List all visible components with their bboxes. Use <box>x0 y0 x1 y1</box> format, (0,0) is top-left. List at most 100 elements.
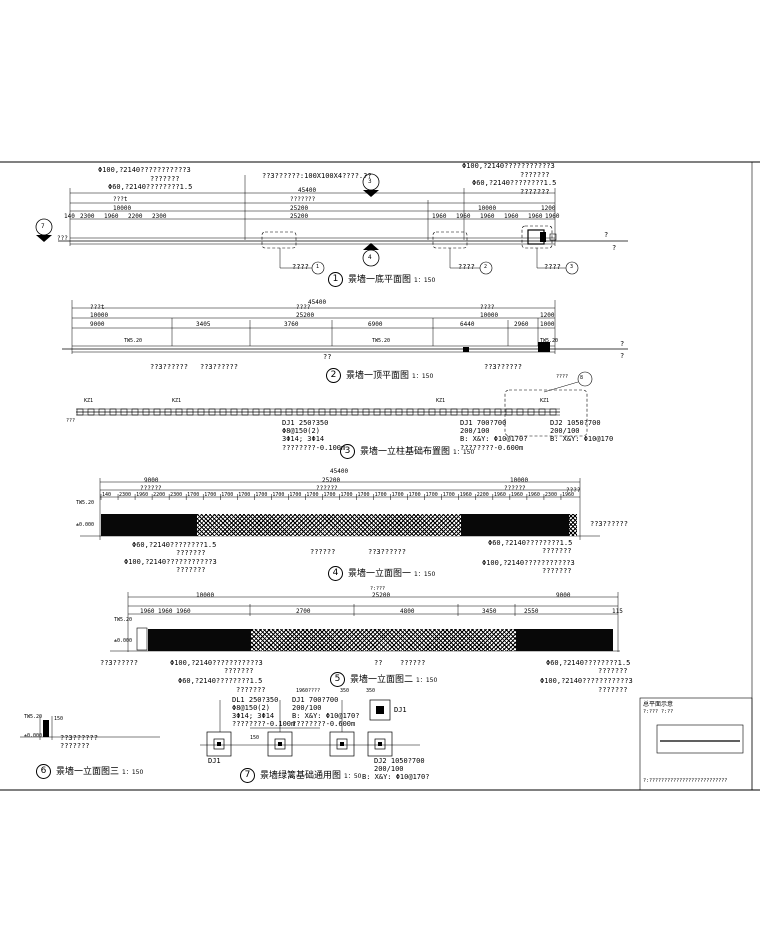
v5-left-2: Φ100,?2140???????????3 <box>170 659 263 667</box>
v7-b1: DJ1 700?700 <box>292 696 339 704</box>
v1-title-scale: 1：150 <box>414 277 436 284</box>
v7-dim1: 1960???? <box>296 688 321 694</box>
v1-dim-2300: 2300 <box>80 213 95 220</box>
v7-dj1-label-2: DJ1 <box>208 757 221 765</box>
v1-q2: ? <box>612 244 617 252</box>
v3-dj3-c: B: X&Y: Φ10@170 <box>550 435 614 443</box>
view4-span-ticks <box>100 494 562 500</box>
v6-level-top: TW5.20 <box>24 714 43 720</box>
v7-c2: 200/100 <box>374 765 404 773</box>
footing-marker <box>538 408 546 416</box>
v4-span-label: 1700 <box>289 492 302 498</box>
footing-marker <box>494 408 502 416</box>
key-plan-caption: ?:?????????????????????????? <box>643 778 728 784</box>
v4-span-label: 1700 <box>340 492 353 498</box>
view3-footings <box>76 408 557 416</box>
v1-marks-right: ??????? <box>520 171 550 179</box>
v1-title-number: 1 <box>328 272 343 287</box>
v4-right-note: ??3?????? <box>590 520 628 528</box>
v2-d-1200: 1200 <box>540 312 555 319</box>
elevation2-center-hatch-band <box>251 629 516 651</box>
v2-level-a: TW5.20 <box>124 338 143 344</box>
v4-right-mark: ???? <box>566 487 581 494</box>
v4-span-label: 1700 <box>408 492 421 498</box>
v4-right-3: ??????? <box>542 547 572 555</box>
footing-marker <box>208 408 216 416</box>
v5-right-3: ??????? <box>598 667 628 675</box>
footing-marker <box>307 408 315 416</box>
v1-mark: ???t <box>113 196 128 203</box>
footing-marker <box>175 408 183 416</box>
v1-dim-mid-2: 25200 <box>290 213 309 220</box>
v4-span-label: 2200 <box>476 492 489 498</box>
v1-left-note: ??? <box>57 235 68 242</box>
footing-marker <box>450 408 458 416</box>
key-plan-subtitle: ?:??? ?:?? <box>643 709 674 715</box>
v1-top-note: ??3??????:100X100X4????.?? <box>262 172 372 180</box>
v5-mid-1: ?? <box>374 659 383 667</box>
v3-left: ??? <box>66 418 76 424</box>
footing-marker <box>505 408 513 416</box>
v4-span-label: 1960 <box>459 492 472 498</box>
footing-marker <box>527 408 535 416</box>
v4-span-label: 1700 <box>221 492 234 498</box>
v4-span-label: 1700 <box>374 492 387 498</box>
v1-marks-right-2: ??????? <box>520 188 550 196</box>
footing-marker <box>98 408 106 416</box>
v3-dj1-a: DJ1 250?350 <box>282 419 329 427</box>
footing-marker <box>109 408 117 416</box>
v4-span-label: 140 <box>102 492 112 498</box>
v5-d-3450: 3450 <box>482 608 497 615</box>
footing-marker <box>241 408 249 416</box>
v5-mid-2: ?????? <box>400 659 426 667</box>
elevation1-end-hatch <box>569 514 577 536</box>
v1-dim-right: 10000 <box>478 205 497 212</box>
v2-d-3405: 3405 <box>196 321 211 328</box>
v5-d-10000: 10000 <box>196 592 215 599</box>
v4-d-9000: 9000 <box>144 477 159 484</box>
v3-title-scale: 1：150 <box>453 449 475 456</box>
v2-d-6440: 6440 <box>460 321 475 328</box>
footing-marker <box>120 408 128 416</box>
footing-marker <box>76 408 84 416</box>
v6-note-2: ??????? <box>60 742 90 750</box>
v1-callout-num-3: 3 <box>570 264 574 270</box>
v4-marks-1: ?????? <box>140 485 162 492</box>
v1-marks-left: ??????? <box>150 175 180 183</box>
footing-marker <box>131 408 139 416</box>
v4-span-label: 1960 <box>136 492 149 498</box>
v7-dim4: 150 <box>250 735 260 741</box>
v1-dim-left: 10000 <box>113 205 132 212</box>
elevation2-left-dark-band <box>148 629 251 651</box>
footing-marker <box>296 408 304 416</box>
elevation1-center-hatch-band <box>197 514 461 536</box>
v7-dj1-label: DJ1 <box>394 706 407 714</box>
v4-span-label: 2300 <box>170 492 183 498</box>
v3-dj1-b: Φ8@150(2) <box>282 427 320 435</box>
v5-right-2: Φ100,?2140???????????3 <box>540 677 633 685</box>
v4-mid-1: ?????? <box>310 548 336 556</box>
v3-dj2-b: 200/100 <box>460 427 490 435</box>
v4-title-scale: 1：150 <box>414 571 436 578</box>
footing-marker <box>164 408 172 416</box>
v2-level-c: TW5.20 <box>540 338 559 344</box>
v7-a4: ????????-0.100m <box>232 720 296 728</box>
v7-a1: DL1 250?350 <box>232 696 279 704</box>
v4-left-1: Φ60,?2140????????1.5 <box>132 541 217 549</box>
v2-top-2: ???? <box>480 304 495 311</box>
footing-marker <box>417 408 425 416</box>
v3-dj2-a: DJ1 700?700 <box>460 419 507 427</box>
v6-title-text: 景墙一立面图三 <box>56 767 120 777</box>
v4-span-label: 1700 <box>391 492 404 498</box>
v5-left-dims: 1960 1960 1960 <box>140 608 191 615</box>
v5-right-1: Φ60,?2140????????1.5 <box>546 659 631 667</box>
v1-steel-note-right-2: Φ60,?2140????????1.5 <box>472 179 557 187</box>
footing-marker <box>351 408 359 416</box>
v4-left-3b: ??????? <box>176 566 206 574</box>
v7-c3: B: X&Y: Φ10@170? <box>362 773 430 781</box>
v7-b4: ????????-0.600m <box>292 720 356 728</box>
v4-marks-2: ?????? <box>316 485 338 492</box>
v5-d-9000: 9000 <box>556 592 571 599</box>
v7-b2: 200/100 <box>292 704 322 712</box>
